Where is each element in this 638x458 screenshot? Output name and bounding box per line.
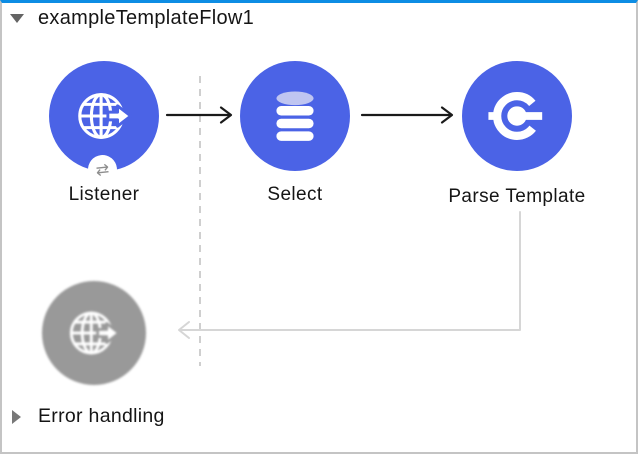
node-label-select: Select: [267, 184, 323, 205]
flow-title[interactable]: exampleTemplateFlow1: [38, 7, 255, 29]
node-parse-template[interactable]: [462, 61, 572, 171]
node-label-listener: Listener: [68, 184, 140, 205]
flow-collapse-toggle[interactable]: [10, 14, 24, 23]
database-icon: [276, 91, 314, 141]
node-select[interactable]: [240, 61, 350, 171]
connector-select-parsetemplate: [360, 106, 454, 124]
connector-parsetemplate-request-disabled: [178, 211, 521, 339]
node-listener[interactable]: [49, 61, 159, 171]
exchange-arrows-icon: ⇄: [94, 158, 111, 180]
globe-arrow-icon: [69, 311, 121, 355]
globe-arrow-icon: [78, 93, 133, 139]
node-label-parse-template: Parse Template: [448, 186, 586, 207]
core-component-icon: [488, 92, 543, 140]
error-handling-expand-toggle[interactable]: [12, 410, 21, 424]
node-http-request-disabled[interactable]: [42, 281, 146, 385]
connector-listener-select: [165, 106, 233, 124]
error-handling-title[interactable]: Error handling: [38, 405, 165, 427]
